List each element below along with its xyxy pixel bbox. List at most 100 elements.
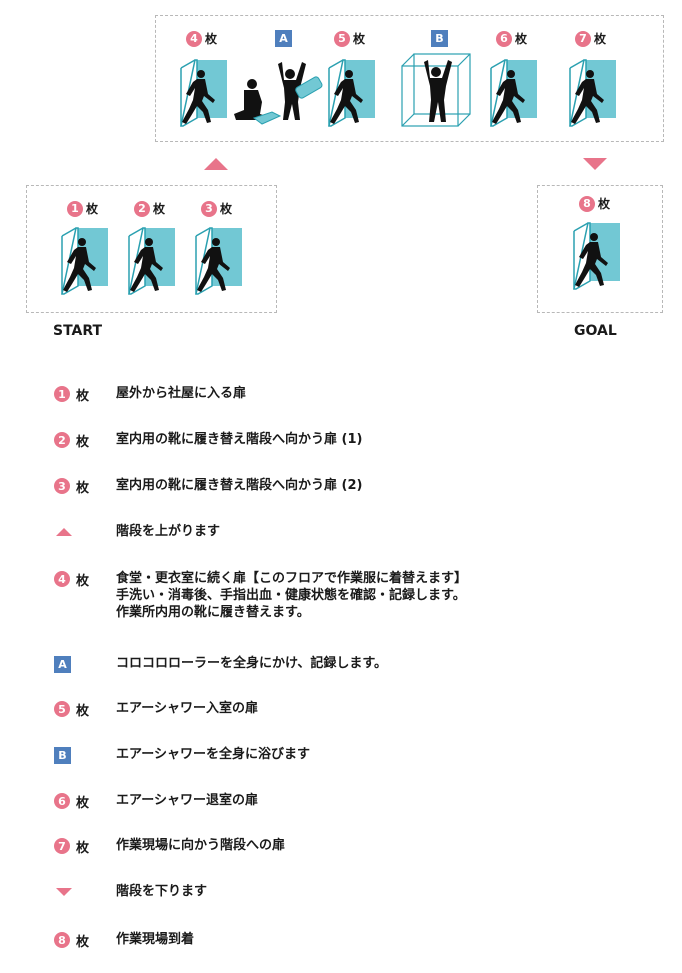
legend-unit: 枚: [76, 573, 90, 589]
legend-unit: 枚: [76, 434, 90, 450]
stairs-up-arrow: [204, 158, 228, 170]
legend-step-badge: B: [54, 746, 71, 764]
legend-line: 室内用の靴に履き替え階段へ向かう扉 (1): [116, 432, 363, 447]
door-count-unit: 枚: [153, 202, 166, 216]
stairs-down-arrow: [583, 158, 607, 170]
legend-item: 階段を上がります: [54, 523, 220, 541]
legend-number-badge: 4: [54, 571, 70, 587]
legend-line: 室内用の靴に履き替え階段へ向かう扉 (2): [116, 478, 363, 493]
legend-description: コロコロローラーを全身にかけ、記録します。: [116, 655, 387, 672]
legend-description: 食堂・更衣室に続く扉【このフロアで作業服に着替えます】手洗い・消毒後、手指出血・…: [116, 570, 467, 621]
legend-line: 食堂・更衣室に続く扉【このフロアで作業服に着替えます】: [116, 571, 468, 586]
legend-item: A コロコロローラーを全身にかけ、記録します。: [54, 655, 387, 673]
start-flow-box: [26, 185, 277, 313]
roller-cleaning-figure: [234, 62, 323, 125]
door-figure-8: [573, 222, 620, 290]
step-badge-B: B: [431, 30, 448, 47]
legend-line: コロコロローラーを全身にかけ、記録します。: [116, 656, 388, 671]
legend-step-badge: A: [54, 655, 71, 673]
door-count-unit: 枚: [598, 197, 611, 211]
start-label: START: [53, 323, 103, 339]
legend-unit: 枚: [76, 840, 90, 856]
legend-line: 階段を下ります: [116, 884, 208, 899]
legend-description: 屋外から社屋に入る扉: [116, 385, 246, 402]
legend-key: B: [54, 746, 116, 764]
door-figure-5: [328, 59, 375, 127]
legend-item: 階段を下ります: [54, 883, 207, 901]
legend-line: 作業所内用の靴に履き替えます。: [116, 605, 310, 620]
legend-line: 作業現場到着: [116, 932, 195, 947]
legend-line: エアーシャワー退室の扉: [116, 793, 258, 808]
legend-line: 階段を上がります: [116, 524, 221, 539]
legend-line: エアーシャワーを全身に浴びます: [116, 747, 310, 762]
legend-line: 作業現場に向かう階段への扉: [116, 838, 286, 853]
legend-line: 屋外から社屋に入る扉: [116, 386, 247, 401]
legend-number-badge: 6: [54, 793, 70, 809]
door-count-unit: 枚: [220, 202, 233, 216]
legend-description: 作業現場到着: [116, 931, 194, 948]
legend-number-badge: 3: [54, 478, 70, 494]
door-figure-7: [569, 59, 616, 127]
legend-number-badge: 1: [54, 386, 70, 402]
legend-key: A: [54, 655, 116, 673]
legend-number-badge: 5: [54, 701, 70, 717]
legend-unit: 枚: [76, 795, 90, 811]
legend-number-badge: 8: [54, 932, 70, 948]
legend-line: 手洗い・消毒後、手指出血・健康状態を確認・記録します。: [116, 588, 466, 603]
legend-description: 室内用の靴に履き替え階段へ向かう扉 (1): [116, 431, 362, 448]
legend-description: 室内用の靴に履き替え階段へ向かう扉 (2): [116, 477, 362, 494]
step-number-badge: 5: [334, 30, 350, 47]
legend-number-badge: 2: [54, 432, 70, 448]
step-number-badge: 3: [201, 200, 217, 217]
legend-description: エアーシャワーを全身に浴びます: [116, 746, 310, 763]
door-count-unit: 枚: [353, 32, 366, 46]
step-number-badge: 8: [579, 195, 595, 212]
step-number-badge: 6: [496, 30, 512, 47]
goal-label: GOAL: [574, 323, 617, 339]
legend-key: [54, 883, 116, 901]
door-figure-6: [490, 59, 537, 127]
legend-unit: 枚: [76, 934, 90, 950]
door-count-unit: 枚: [86, 202, 99, 216]
step-number-badge: 7: [575, 30, 591, 47]
legend-description: エアーシャワー退室の扉: [116, 792, 258, 809]
step-number-badge: 1: [67, 200, 83, 217]
legend-unit: 枚: [76, 480, 90, 496]
air-shower-booth-figure: [401, 53, 471, 127]
up-arrow-icon: [56, 528, 72, 536]
top-flow-box: [155, 15, 664, 142]
legend-unit: 枚: [76, 388, 90, 404]
legend-line: エアーシャワー入室の扉: [116, 701, 258, 716]
door-count-unit: 枚: [205, 32, 218, 46]
step-number-badge: 4: [186, 30, 202, 47]
door-figure-4: [180, 59, 227, 127]
door-count-unit: 枚: [515, 32, 528, 46]
step-number-badge: 2: [134, 200, 150, 217]
legend-description: 作業現場に向かう階段への扉: [116, 837, 285, 854]
legend-number-badge: 7: [54, 838, 70, 854]
door-figure-2: [128, 227, 175, 295]
